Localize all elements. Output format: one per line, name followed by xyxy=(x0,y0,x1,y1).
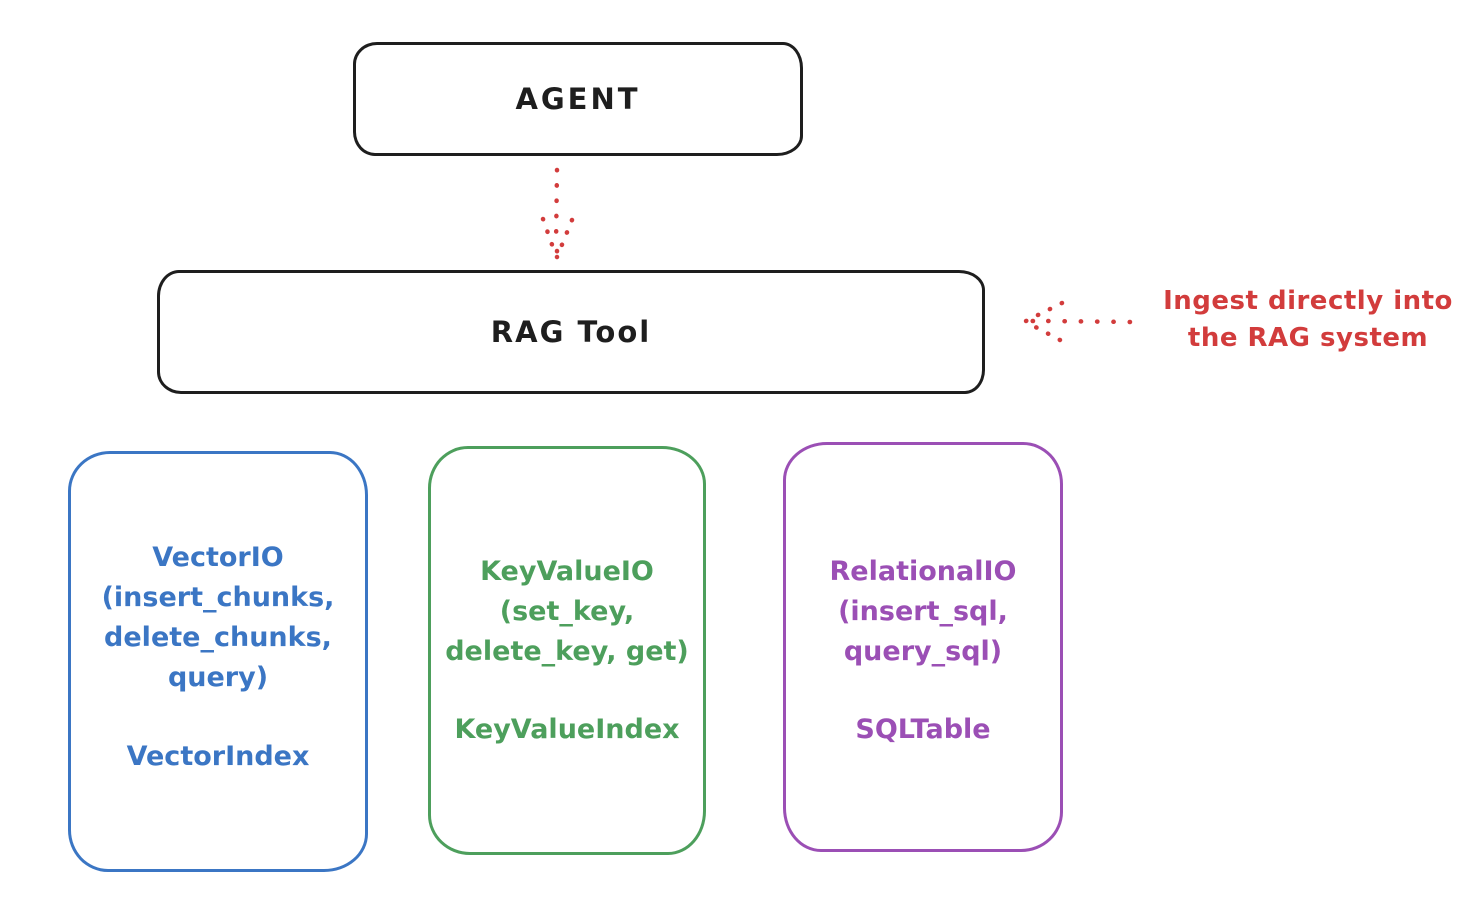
agent-to-ragtool-arrow-icon xyxy=(540,167,575,261)
rag-tool-label: RAG Tool xyxy=(490,315,652,349)
keyvalue-io-line-3: delete_key, get) xyxy=(445,636,689,667)
annotation-line-1: Ingest directly into xyxy=(1163,286,1453,316)
relational-io-line-1: RelationalIO xyxy=(829,556,1017,587)
sql-table-label: SQLTable xyxy=(855,714,991,745)
keyvalue-io-line-2: (set_key, xyxy=(499,596,635,627)
vector-index-label: VectorIndex xyxy=(126,741,310,772)
node-vector-io[interactable]: VectorIO (insert_chunks, delete_chunks, … xyxy=(68,451,368,872)
node-rag-tool[interactable]: RAG Tool xyxy=(157,270,985,394)
vector-io-line-1: VectorIO xyxy=(152,542,284,573)
keyvalue-index-label: KeyValueIndex xyxy=(454,714,680,745)
node-agent[interactable]: AGENT xyxy=(353,42,803,156)
relational-io-line-3: query_sql) xyxy=(843,636,1003,667)
annotation-to-ragtool-arrow-icon xyxy=(1023,300,1133,343)
annotation-ingest: Ingest directly into the RAG system xyxy=(1136,283,1480,357)
relational-io-line-2: (insert_sql, xyxy=(838,596,1008,627)
keyvalue-io-line-1: KeyValueIO xyxy=(480,556,654,587)
vector-io-line-4: query) xyxy=(167,662,269,693)
vector-io-line-2: (insert_chunks, xyxy=(101,582,335,613)
vector-io-line-3: delete_chunks, xyxy=(104,622,332,653)
agent-label: AGENT xyxy=(515,82,641,116)
node-keyvalue-io[interactable]: KeyValueIO (set_key, delete_key, get) Ke… xyxy=(428,446,706,855)
vector-io-body: VectorIO (insert_chunks, delete_chunks, … xyxy=(102,538,335,698)
keyvalue-io-body: KeyValueIO (set_key, delete_key, get) xyxy=(445,552,689,672)
annotation-line-2: the RAG system xyxy=(1187,323,1429,353)
node-relational-io[interactable]: RelationalIO (insert_sql, query_sql) SQL… xyxy=(783,442,1063,852)
relational-io-body: RelationalIO (insert_sql, query_sql) xyxy=(830,552,1017,672)
